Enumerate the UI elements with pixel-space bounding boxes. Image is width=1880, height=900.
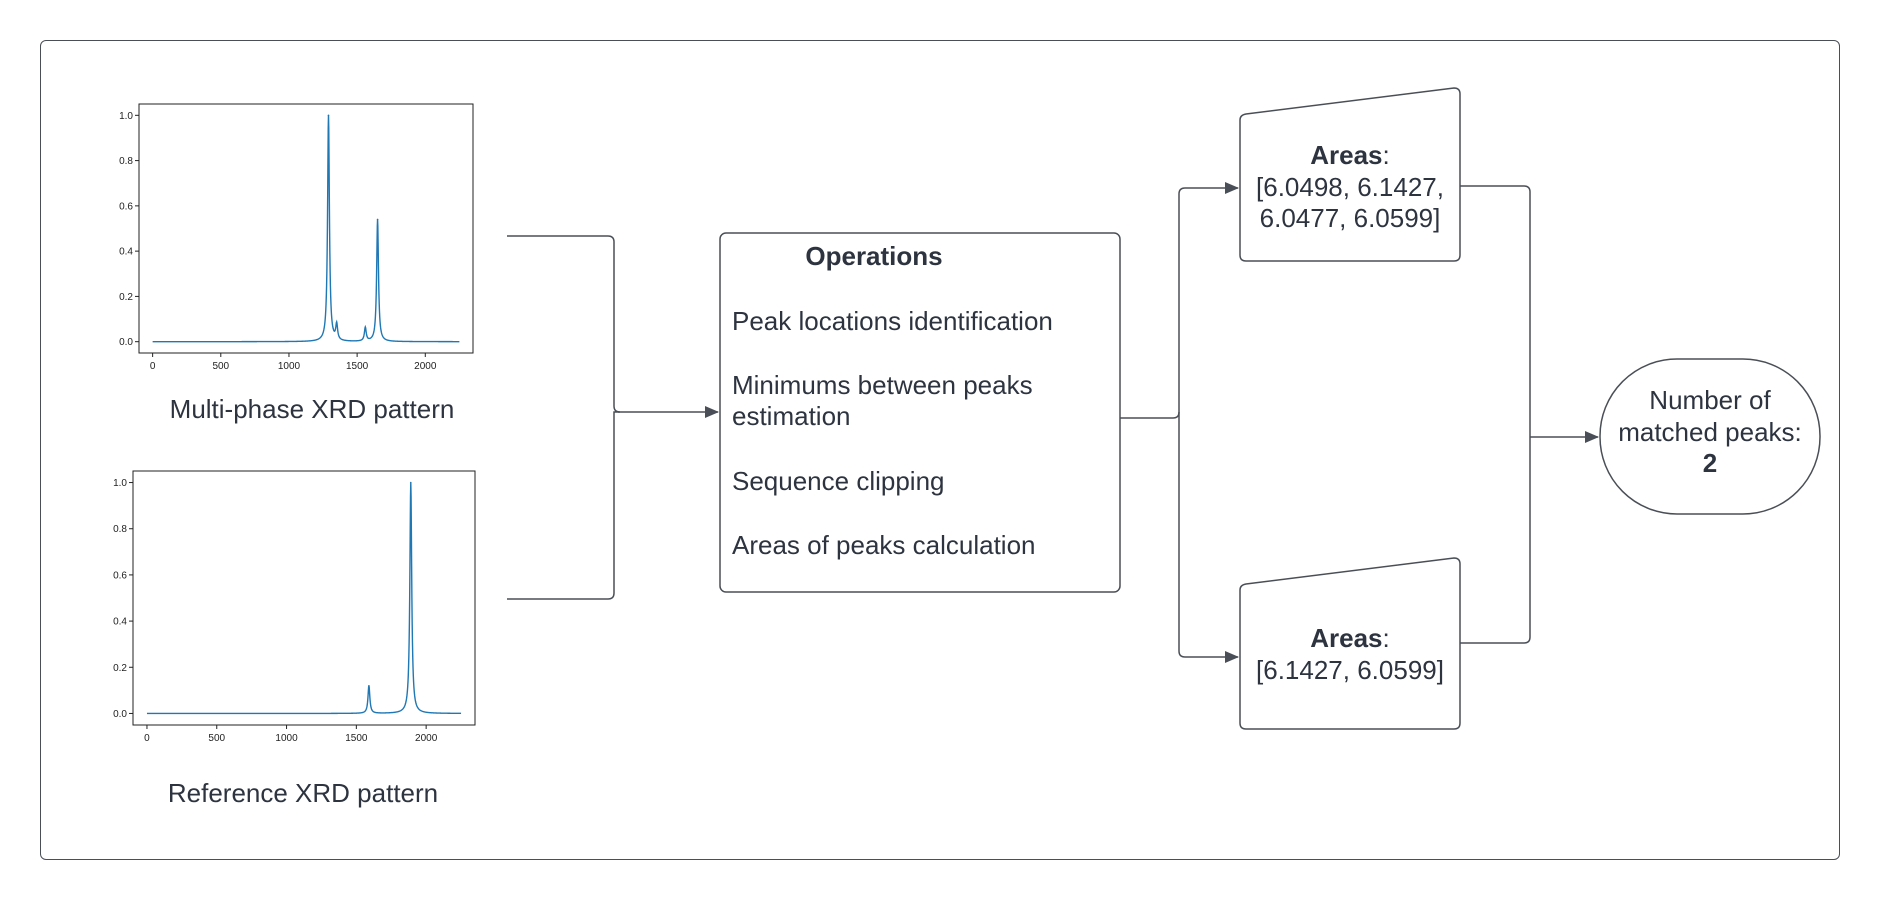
peak-point: [327, 114, 330, 117]
split-connector: [1120, 182, 1239, 419]
peak-point: [335, 325, 338, 327]
y-tick-label: 0.2: [119, 292, 133, 303]
y-tick-label: 0.4: [113, 617, 127, 628]
y-tick-label: 0.4: [119, 247, 133, 258]
input-bracket-connector: [507, 235, 621, 600]
peak-point: [368, 684, 370, 687]
areas-bottom-box: [1239, 557, 1461, 730]
x-tick-label: 0: [144, 733, 150, 744]
y-tick-label: 1.0: [113, 478, 127, 489]
operation-item-2: Sequence clipping: [732, 466, 945, 496]
result-line-2: matched peaks:: [1618, 417, 1802, 447]
operations-box: [719, 232, 1121, 593]
x-tick-label: 1500: [345, 733, 368, 744]
peak-point: [376, 218, 379, 221]
areas-top-line-1: [6.0498, 6.1427,: [1256, 172, 1444, 202]
y-tick-label: 0.8: [119, 156, 133, 167]
areas-top-line-2: 6.0477, 6.0599]: [1260, 203, 1441, 233]
y-tick-label: 0.0: [113, 709, 127, 720]
plot-frame: [132, 470, 476, 726]
areas-bottom-line-1: [6.1427, 6.0599]: [1256, 655, 1444, 685]
multi-phase-xrd-chart: 0 500 1000 1500 2000 0.0 0.2 0.4 0.6 0.8 1.0: [119, 103, 474, 372]
diagram-frame: [40, 40, 1840, 860]
x-tick-label: 2000: [415, 733, 438, 744]
series-line: [152, 114, 460, 343]
x-tick-label: 2000: [414, 361, 437, 372]
peak-point: [364, 327, 367, 329]
reference-caption: Reference XRD pattern: [168, 778, 438, 808]
series-line: [146, 482, 462, 715]
x-tick-label: 1000: [275, 733, 298, 744]
x-tick-label: 500: [212, 361, 229, 372]
areas-top-heading: Areas:: [1310, 140, 1390, 170]
y-tick-label: 0.2: [113, 663, 127, 674]
result-box: [1599, 358, 1821, 515]
result-value: 2: [1703, 448, 1717, 478]
reference-xrd-chart: 0 500 1000 1500 2000 0.0 0.2 0.4 0.6 0.8 1.0: [113, 470, 476, 744]
split-connector-lower: [1178, 412, 1239, 663]
operation-item-1-line-1: Minimums between peaks: [732, 370, 1033, 400]
y-tick-label: 0.0: [119, 337, 133, 348]
operation-item-3: Areas of peaks calculation: [732, 530, 1036, 560]
plot-frame: [138, 103, 474, 354]
y-tick-label: 0.6: [113, 570, 127, 581]
x-tick-label: 500: [208, 733, 225, 744]
merge-connector: [1460, 185, 1531, 644]
areas-bottom-heading: Areas:: [1310, 623, 1390, 653]
y-tick-label: 0.8: [113, 524, 127, 535]
result-line-1: Number of: [1649, 385, 1771, 415]
x-tick-label: 1500: [346, 361, 369, 372]
multi-phase-caption: Multi-phase XRD pattern: [170, 394, 455, 424]
operations-title: Operations: [805, 241, 942, 271]
operation-item-0: Peak locations identification: [732, 306, 1053, 336]
x-tick-label: 0: [150, 361, 156, 372]
x-tick-label: 1000: [278, 361, 301, 372]
operation-item-1-line-2: estimation: [732, 401, 851, 431]
areas-top-box: [1239, 87, 1461, 262]
peak-point: [409, 481, 412, 484]
y-tick-label: 1.0: [119, 111, 133, 122]
y-tick-label: 0.6: [119, 201, 133, 212]
